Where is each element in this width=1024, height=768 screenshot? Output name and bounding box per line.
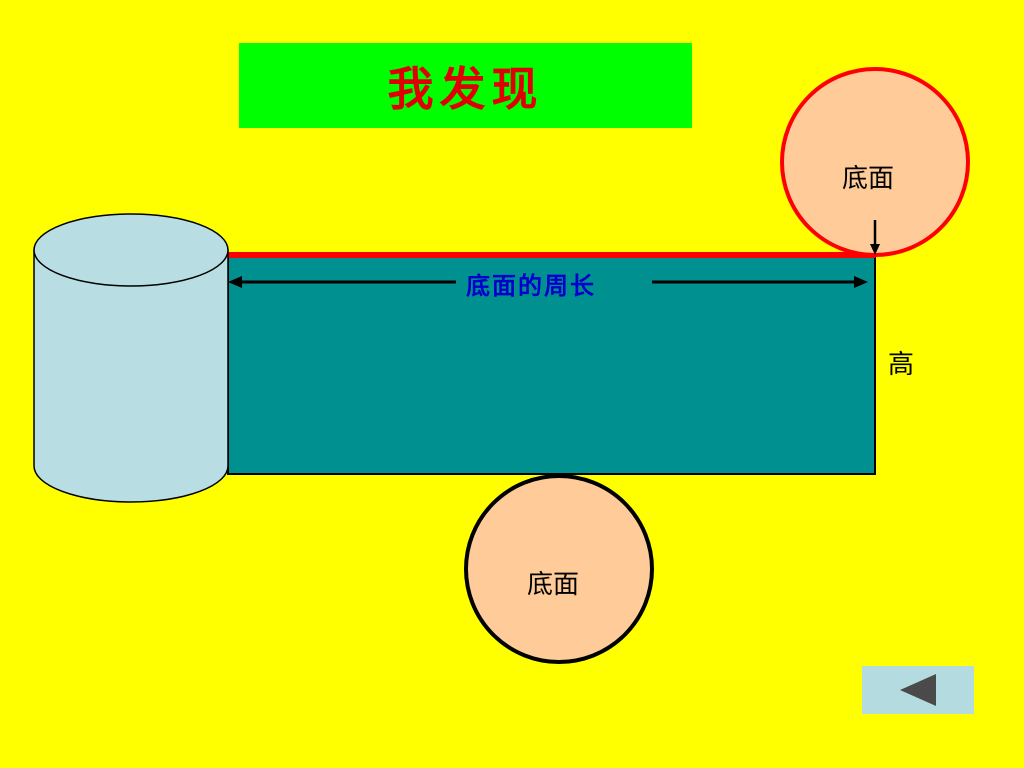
top-circle-label: 底面 <box>842 164 895 194</box>
down-arrowhead <box>870 244 880 255</box>
arrowhead-right <box>854 276 868 288</box>
title-banner: 我发现 <box>239 43 692 128</box>
cylinder <box>33 213 229 503</box>
height-label: 高 <box>888 350 915 380</box>
perimeter-label: 底面的周长 <box>466 271 596 300</box>
triangle-left-icon <box>900 674 936 706</box>
lateral-surface-rectangle <box>227 254 876 475</box>
back-button[interactable] <box>862 666 974 714</box>
arrowhead-left <box>228 276 242 288</box>
page-title: 我发现 <box>387 61 544 116</box>
cylinder-body <box>33 249 229 503</box>
bottom-circle-label: 底面 <box>527 570 580 600</box>
bottom-base-circle <box>464 474 654 664</box>
cylinder-top <box>33 213 229 287</box>
